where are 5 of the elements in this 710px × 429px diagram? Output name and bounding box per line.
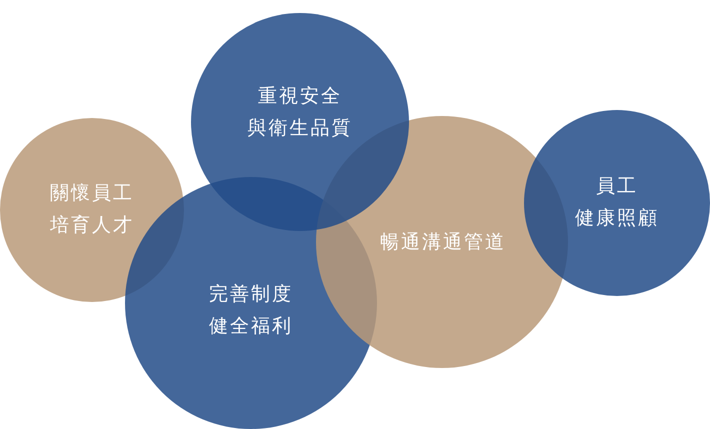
topic-label: 員工健康照顧 bbox=[575, 174, 659, 231]
topic-label: 完善制度健全福利 bbox=[209, 282, 293, 339]
topic-label: 重視安全與衛生品質 bbox=[248, 84, 352, 141]
topic-label: 暢通溝通管道 bbox=[380, 230, 506, 255]
topic-label: 關懷員工培育人才 bbox=[50, 181, 134, 238]
